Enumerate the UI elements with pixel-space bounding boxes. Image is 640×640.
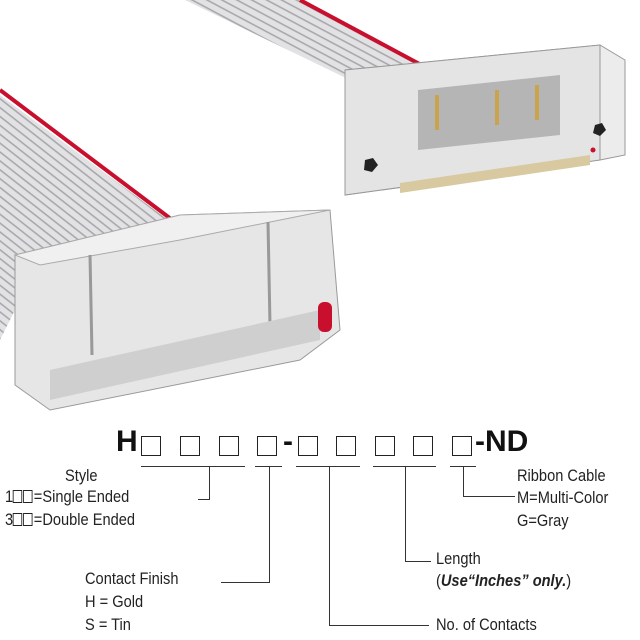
- placeholder-box: [257, 436, 277, 456]
- length-title: Length: [436, 549, 481, 568]
- part-prefix: H: [116, 425, 138, 458]
- ribbon-cable-top: [185, 0, 440, 80]
- finish-underline: [255, 466, 282, 467]
- ribbon-cable-assembly-image: [0, 0, 626, 411]
- length-underline: [373, 466, 436, 467]
- placeholder-box: [141, 436, 161, 456]
- leader-line: [329, 466, 330, 626]
- leader-line: [463, 496, 515, 497]
- leader-line: [405, 561, 431, 562]
- contact-finish-tin: S = Tin: [85, 615, 131, 634]
- placeholder-box: [180, 436, 200, 456]
- placeholder-box: [219, 436, 239, 456]
- ribbon-gray: G=Gray: [517, 511, 569, 530]
- leader-line: [329, 625, 429, 626]
- style-option-3: 3=Double Ended: [5, 510, 135, 529]
- style-option-1: 1=Single Ended: [5, 487, 130, 506]
- placeholder-box: [413, 436, 433, 456]
- leader-line: [463, 466, 464, 497]
- contact-finish-title: Contact Finish: [85, 569, 179, 588]
- leader-line: [209, 466, 210, 500]
- contact-finish-gold: H = Gold: [85, 592, 144, 611]
- length-note: (Use“Inches” only.): [436, 571, 572, 590]
- part-suffix: -ND: [475, 425, 529, 458]
- leader-line: [405, 466, 406, 562]
- ribbon-cable-left: [0, 95, 175, 340]
- contacts-underline: [296, 466, 360, 467]
- part-dash: -: [283, 425, 293, 458]
- leader-line: [198, 499, 210, 500]
- connector-right: [344, 44, 626, 196]
- ribbon-title: Ribbon Cable: [517, 466, 606, 485]
- style-underline: [141, 466, 245, 467]
- leader-line: [221, 582, 270, 583]
- style-title: Style: [65, 466, 98, 485]
- ribbon-multi: M=Multi-Color: [517, 488, 609, 507]
- placeholder-box: [336, 436, 356, 456]
- placeholder-box: [375, 436, 395, 456]
- placeholder-box: [452, 436, 472, 456]
- leader-line: [269, 466, 270, 583]
- contacts-title: No. of Contacts: [436, 615, 537, 634]
- connector-left: [13, 209, 341, 411]
- placeholder-box: [298, 436, 318, 456]
